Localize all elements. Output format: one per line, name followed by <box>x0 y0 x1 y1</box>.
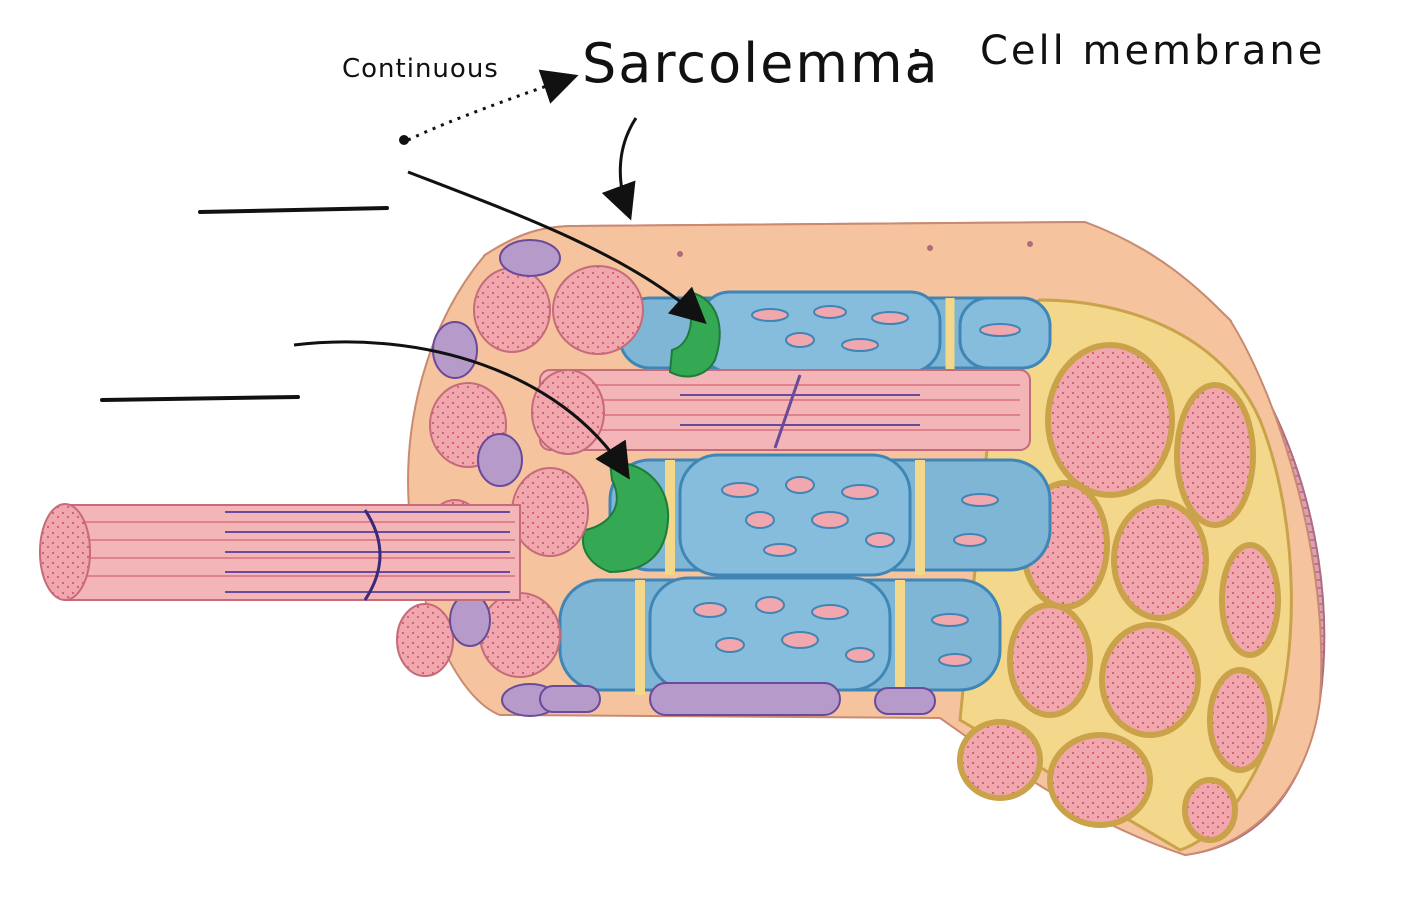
arrow-to-terminal-cisterna-lower <box>293 340 630 480</box>
sarcolemma-arrow <box>601 117 638 221</box>
myofibril-row-2 <box>539 369 1031 451</box>
terminal-cisterna-lower <box>582 460 670 574</box>
sr-fenestrations <box>693 305 1021 667</box>
protruding-myofibril <box>39 503 521 601</box>
colon-separator: : <box>910 34 926 80</box>
dotted-arrow <box>407 69 579 142</box>
blank-label-line-2 <box>100 395 300 402</box>
t-tubule-network <box>957 298 1293 852</box>
arrow-to-terminal-cisterna-upper <box>407 170 707 325</box>
mitochondria <box>432 239 936 717</box>
cell-membrane-label: Cell membrane <box>980 28 1325 74</box>
blank-label-line-1 <box>198 206 389 214</box>
terminal-cisterna-upper <box>668 290 721 378</box>
sarcoplasmic-reticulum-row-4 <box>558 576 1002 695</box>
continuous-label: Continuous <box>342 54 499 84</box>
sarcolemma-label: Sarcolemma <box>582 32 940 95</box>
